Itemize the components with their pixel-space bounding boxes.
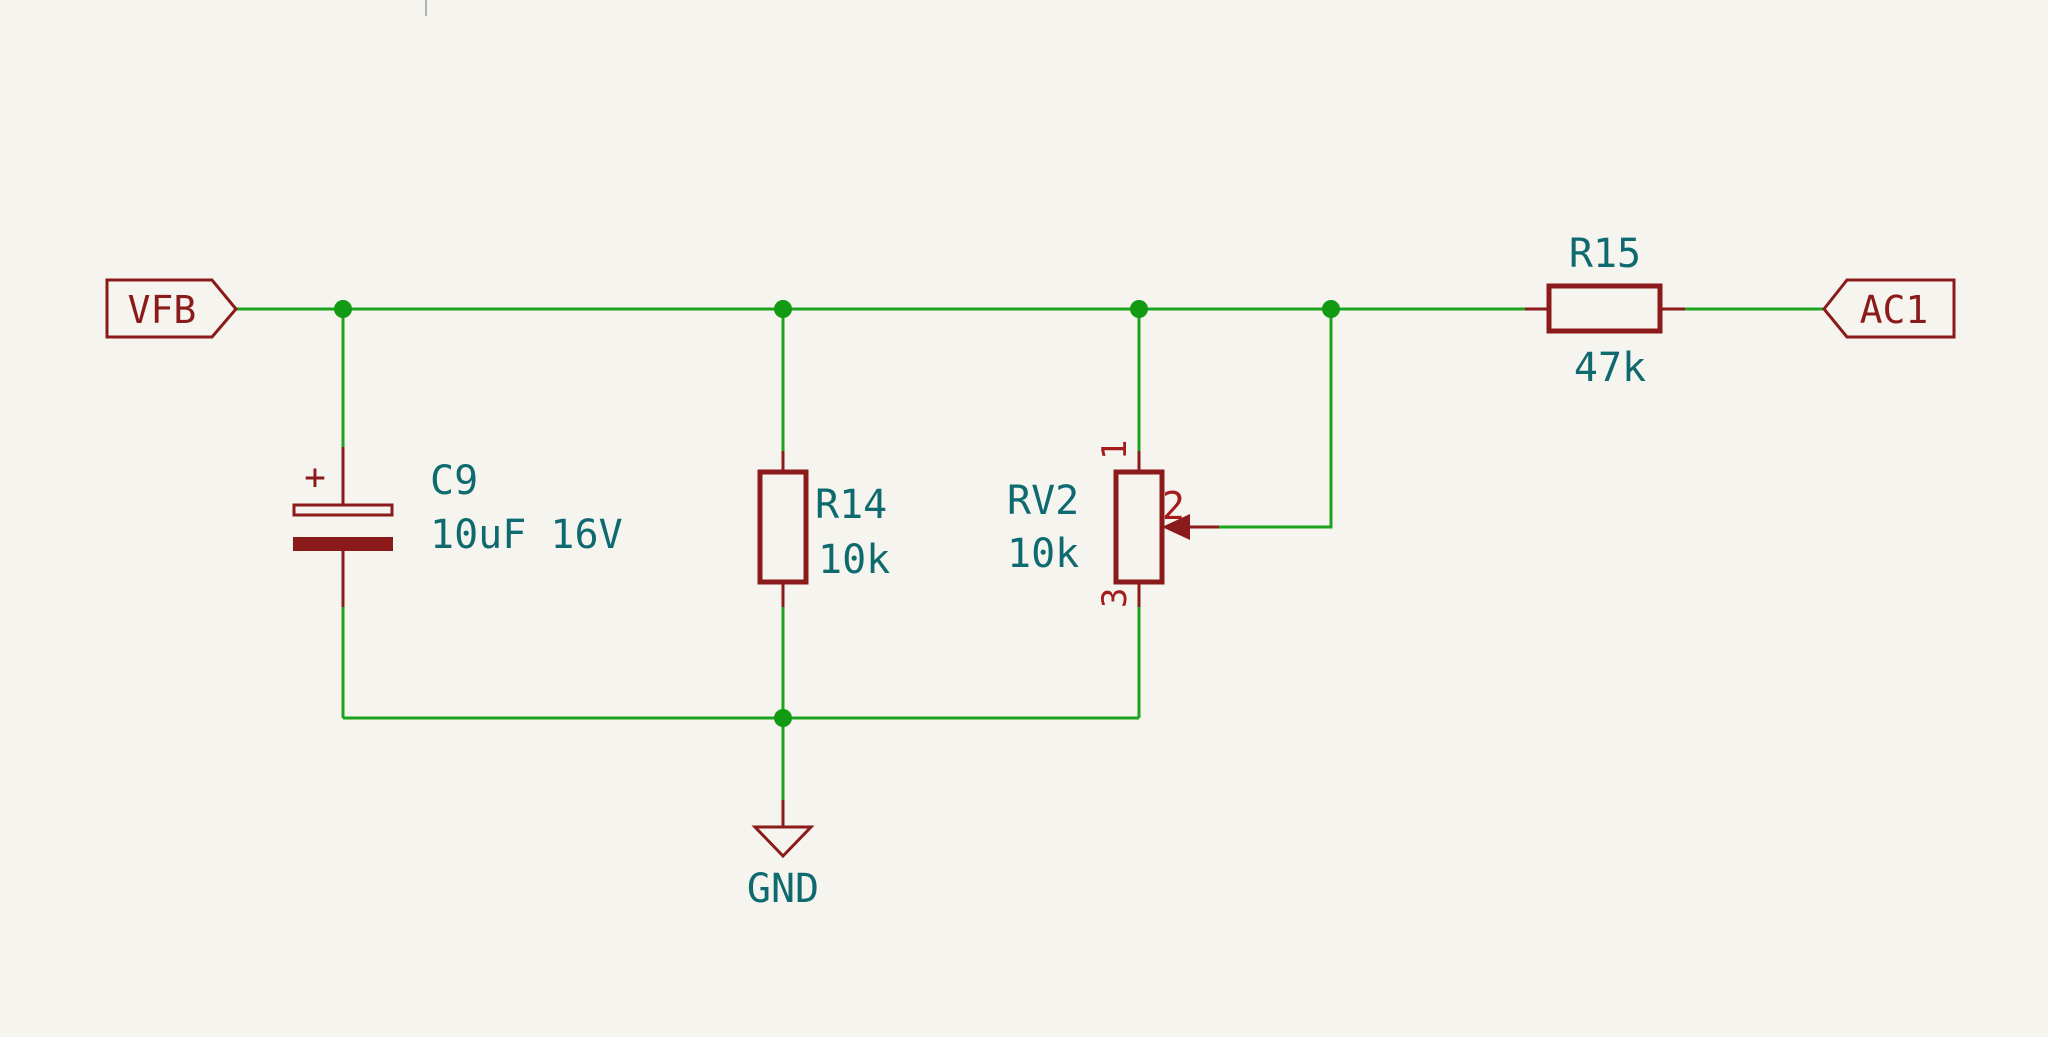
- r14-reference: R14: [815, 482, 887, 528]
- rv2-value: 10k: [1007, 531, 1079, 577]
- junction: [774, 709, 792, 727]
- wire-wiper[interactable]: [1219, 309, 1333, 529]
- c9-plate-negative: [293, 537, 393, 551]
- ground-symbol[interactable]: GND: [747, 800, 819, 912]
- r15-reference: R15: [1569, 231, 1641, 277]
- r14-value: 10k: [818, 537, 890, 583]
- gnd-label: GND: [747, 866, 819, 912]
- c9-reference: C9: [430, 458, 478, 504]
- resistor-r15[interactable]: R15 47k: [1525, 231, 1685, 391]
- junction: [1322, 300, 1340, 318]
- rv2-pin1-number: 1: [1095, 440, 1135, 460]
- r15-body: [1546, 283, 1663, 334]
- rv2-reference: RV2: [1007, 478, 1079, 524]
- wires: [236, 307, 1824, 827]
- r14-body: [757, 469, 809, 585]
- label-vfb-shape: [105, 278, 238, 339]
- junctions: [334, 300, 1340, 727]
- c9-value: 10uF 16V: [430, 512, 623, 558]
- junction: [1130, 300, 1148, 318]
- c9-plate-positive: [292, 503, 394, 517]
- junction: [774, 300, 792, 318]
- label-vfb-text: VFB: [128, 288, 197, 332]
- rv2-body: [1113, 469, 1165, 585]
- label-ac1-shape: [1822, 278, 1956, 339]
- junction: [334, 300, 352, 318]
- c9-plus-sign: +: [304, 457, 326, 498]
- gnd-triangle: [751, 825, 815, 859]
- rv2-pin3-number: 3: [1095, 588, 1135, 608]
- r15-value: 47k: [1574, 345, 1646, 391]
- label-ac1-text: AC1: [1860, 288, 1929, 332]
- capacitor-c9[interactable]: + C9 10uF 16V: [292, 447, 623, 607]
- rv2-wiper-arrow: [1162, 514, 1190, 540]
- potentiometer-rv2[interactable]: 2 1 3 RV2 10k: [1007, 440, 1219, 608]
- rv2-pin2-number: 2: [1162, 484, 1185, 528]
- resistor-r14[interactable]: R14 10k: [757, 451, 890, 607]
- label-vfb[interactable]: VFB: [105, 278, 238, 339]
- label-ac1[interactable]: AC1: [1822, 278, 1956, 339]
